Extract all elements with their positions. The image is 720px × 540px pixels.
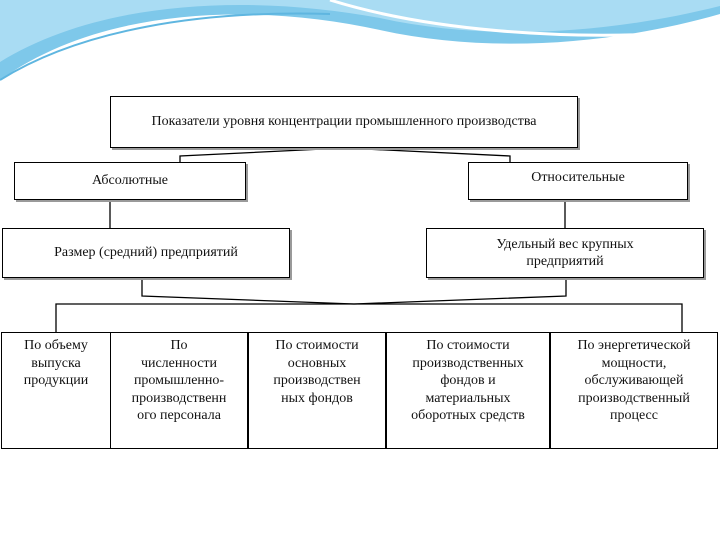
- indicator-box-production-assets: По стоимости производственных фондов и м…: [386, 332, 550, 449]
- indicator-line: производственных: [412, 355, 524, 371]
- main-concept-text: Показатели уровня концентрации промышлен…: [151, 114, 537, 130]
- indicator-line: ого персонала: [137, 408, 221, 423]
- indicator-box-fixed-assets: По стоимости основных производствен ных …: [248, 332, 386, 449]
- slide-header-decoration: [0, 0, 720, 81]
- indicator-line: выпуска: [31, 355, 81, 371]
- indicator-line: продукции: [23, 373, 89, 388]
- relative-indicators-text: Относительные: [531, 170, 625, 185]
- indicator-line: По стоимости: [426, 338, 510, 353]
- relative-indicators-box: Относительные: [468, 162, 688, 200]
- enterprise-size-box: Размер (средний) предприятий: [2, 228, 290, 278]
- indicator-line: производственн: [131, 390, 227, 406]
- indicator-line: производствен: [273, 373, 361, 388]
- indicator-line: процесс: [610, 408, 658, 423]
- indicator-line: производственный: [578, 390, 690, 406]
- indicator-box-personnel: По численности промышленно- производстве…: [110, 332, 248, 449]
- large-enterprise-share-text: Удельный вес крупных предприятий: [496, 236, 634, 270]
- enterprise-size-text: Размер (средний) предприятий: [54, 245, 238, 261]
- indicator-line: По энергетической: [577, 338, 691, 353]
- absolute-indicators-box: Абсолютные: [14, 162, 246, 200]
- indicator-line: промышленно-: [133, 373, 225, 388]
- indicator-line: По стоимости: [275, 338, 359, 353]
- main-concept-box: Показатели уровня концентрации промышлен…: [110, 96, 578, 148]
- indicator-line: По: [170, 338, 188, 353]
- indicator-line: фондов и: [440, 373, 496, 388]
- indicator-line: материальных: [425, 390, 511, 406]
- absolute-indicators-text: Абсолютные: [91, 173, 169, 189]
- indicator-line: численности: [140, 355, 218, 371]
- indicator-line: По объему: [24, 338, 88, 353]
- large-enterprise-share-box: Удельный вес крупных предприятий: [426, 228, 704, 278]
- indicator-line: мощности,: [601, 355, 667, 371]
- indicator-line: основных: [287, 355, 347, 371]
- indicator-line: оборотных средств: [411, 408, 525, 423]
- indicator-box-energy-capacity: По энергетической мощности, обслуживающе…: [550, 332, 718, 449]
- indicator-box-output: По объему выпуска продукции: [1, 332, 111, 449]
- indicator-line: обслуживающей: [584, 373, 684, 388]
- indicator-line: ных фондов: [281, 390, 353, 406]
